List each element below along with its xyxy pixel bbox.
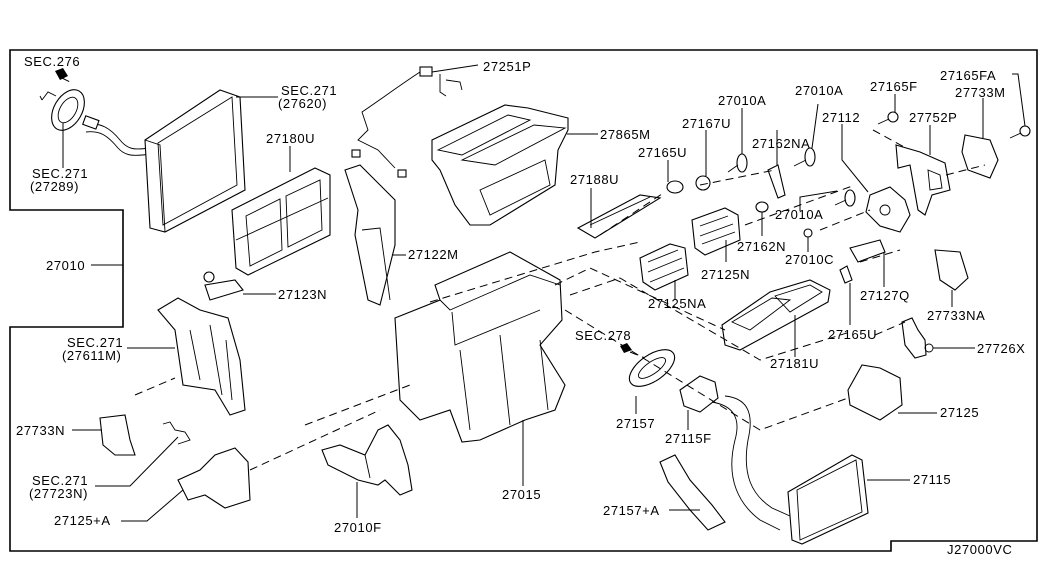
part-27125A-duct: [177, 447, 251, 509]
part-27611M-unit: [157, 297, 246, 416]
label-27125N[interactable]: 27125N: [701, 267, 751, 282]
part-27723N-sensor: [162, 421, 191, 445]
label-27115[interactable]: 27115: [913, 472, 952, 487]
label-27251P[interactable]: 27251P: [483, 59, 532, 74]
label-27181U[interactable]: 27181U: [770, 356, 820, 371]
label-27125A[interactable]: 27125+A: [54, 513, 111, 528]
label-27010A-1[interactable]: 27010A: [718, 93, 767, 108]
label-27125NA[interactable]: 27125NA: [648, 296, 707, 311]
part-27865M-blower: [431, 104, 569, 226]
label-27162N[interactable]: 27162N: [737, 239, 787, 254]
part-27157A-seal: [659, 454, 726, 531]
label-27127Q[interactable]: 27127Q: [860, 288, 910, 303]
label-27010[interactable]: 27010: [46, 258, 86, 273]
part-27010A-screw-3: [834, 189, 856, 207]
label-27726X[interactable]: 27726X: [977, 341, 1026, 356]
label-27157A[interactable]: 27157+A: [603, 503, 660, 518]
part-27165U-clip-top: [666, 180, 684, 194]
label-27125[interactable]: 27125: [940, 405, 980, 420]
part-27167U-clip: [695, 175, 711, 191]
label-27180U[interactable]: 27180U: [266, 131, 316, 146]
label-sec271-27620-code[interactable]: (27620): [278, 96, 328, 111]
label-sec271-27723N[interactable]: SEC.271: [32, 473, 89, 488]
part-27165U-clip-mid: [839, 265, 853, 284]
label-27733N[interactable]: 27733N: [16, 423, 66, 438]
part-27165F-screw: [872, 111, 907, 149]
part-27010A-screw-2: [793, 147, 816, 167]
part-27157-grommet: [628, 349, 676, 387]
label-27010C[interactable]: 27010C: [785, 252, 835, 267]
part-27125N-vent: [691, 207, 741, 256]
part-27289-grommet: [39, 89, 85, 131]
label-27733M[interactable]: 27733M: [955, 85, 1006, 100]
part-27251P-harness: [351, 64, 479, 178]
label-27010A-2[interactable]: 27010A: [795, 83, 844, 98]
label-27162NA[interactable]: 27162NA: [752, 136, 811, 151]
label-sec271-27289-code[interactable]: (27289): [30, 179, 80, 194]
label-27010F[interactable]: 27010F: [334, 520, 382, 535]
part-27733N-actuator: [99, 414, 136, 456]
label-27165FA[interactable]: 27165FA: [940, 68, 997, 83]
part-27180U-grille: [231, 167, 331, 276]
part-27125-duct: [847, 364, 903, 421]
part-27010F-duct: [321, 424, 413, 496]
diagram-frame: [9, 49, 1038, 552]
label-27865M[interactable]: 27865M: [600, 127, 651, 142]
part-27127Q-door-lever: [849, 239, 886, 263]
part-27752P-bracket: [895, 144, 951, 216]
part-27115F-clamp: [679, 375, 719, 413]
label-27165F[interactable]: 27165F: [870, 79, 918, 94]
label-27157[interactable]: 27157: [616, 416, 656, 431]
label-27115F[interactable]: 27115F: [665, 431, 712, 446]
label-27010A-3[interactable]: 27010A: [775, 207, 824, 222]
label-sec271-27723N-code[interactable]: (27723N): [29, 486, 88, 501]
label-sec271-27611M-code[interactable]: (27611M): [62, 348, 122, 363]
label-27112[interactable]: 27112: [822, 110, 861, 125]
label-sec271-27289[interactable]: SEC.271: [32, 166, 89, 181]
label-27122M[interactable]: 27122M: [408, 247, 459, 262]
label-27165U-mid[interactable]: 27165U: [828, 327, 878, 342]
part-27122M-duct: [344, 164, 396, 306]
label-27165U-top[interactable]: 27165U: [638, 145, 688, 160]
sec276-arrow-icon: [55, 68, 71, 83]
part-evaporator-pipes: [82, 115, 153, 156]
part-27181U-center-vent: [721, 279, 831, 351]
label-27167U[interactable]: 27167U: [682, 116, 732, 131]
part-27188U-vent: [576, 194, 662, 239]
part-27123N-sensor: [203, 271, 244, 301]
label-27752P[interactable]: 27752P: [909, 110, 958, 125]
part-27015-heater-unit: [394, 251, 566, 443]
label-27015[interactable]: 27015: [502, 487, 542, 502]
part-27112-link: [865, 186, 911, 233]
reference-code: J27000VC: [947, 542, 1013, 557]
part-27162NA-lever: [767, 164, 786, 199]
label-sec278[interactable]: SEC.278: [575, 328, 632, 343]
part-27125NA-vent: [639, 243, 689, 291]
part-27115-heater-core: [787, 454, 869, 545]
part-27620-evaporator: [144, 89, 246, 233]
label-27188U[interactable]: 27188U: [570, 172, 620, 187]
label-27733NA[interactable]: 27733NA: [927, 308, 986, 323]
part-27733NA-actuator: [934, 249, 969, 291]
label-sec271-27611M[interactable]: SEC.271: [67, 335, 124, 350]
part-heater-pipes: [711, 395, 791, 531]
label-sec271-27620[interactable]: SEC.271: [281, 83, 338, 98]
label-sec276[interactable]: SEC.276: [24, 54, 81, 69]
label-27123N[interactable]: 27123N: [278, 287, 328, 302]
assembly-dash-lines: [134, 164, 986, 471]
part-27733M-actuator: [961, 134, 999, 179]
